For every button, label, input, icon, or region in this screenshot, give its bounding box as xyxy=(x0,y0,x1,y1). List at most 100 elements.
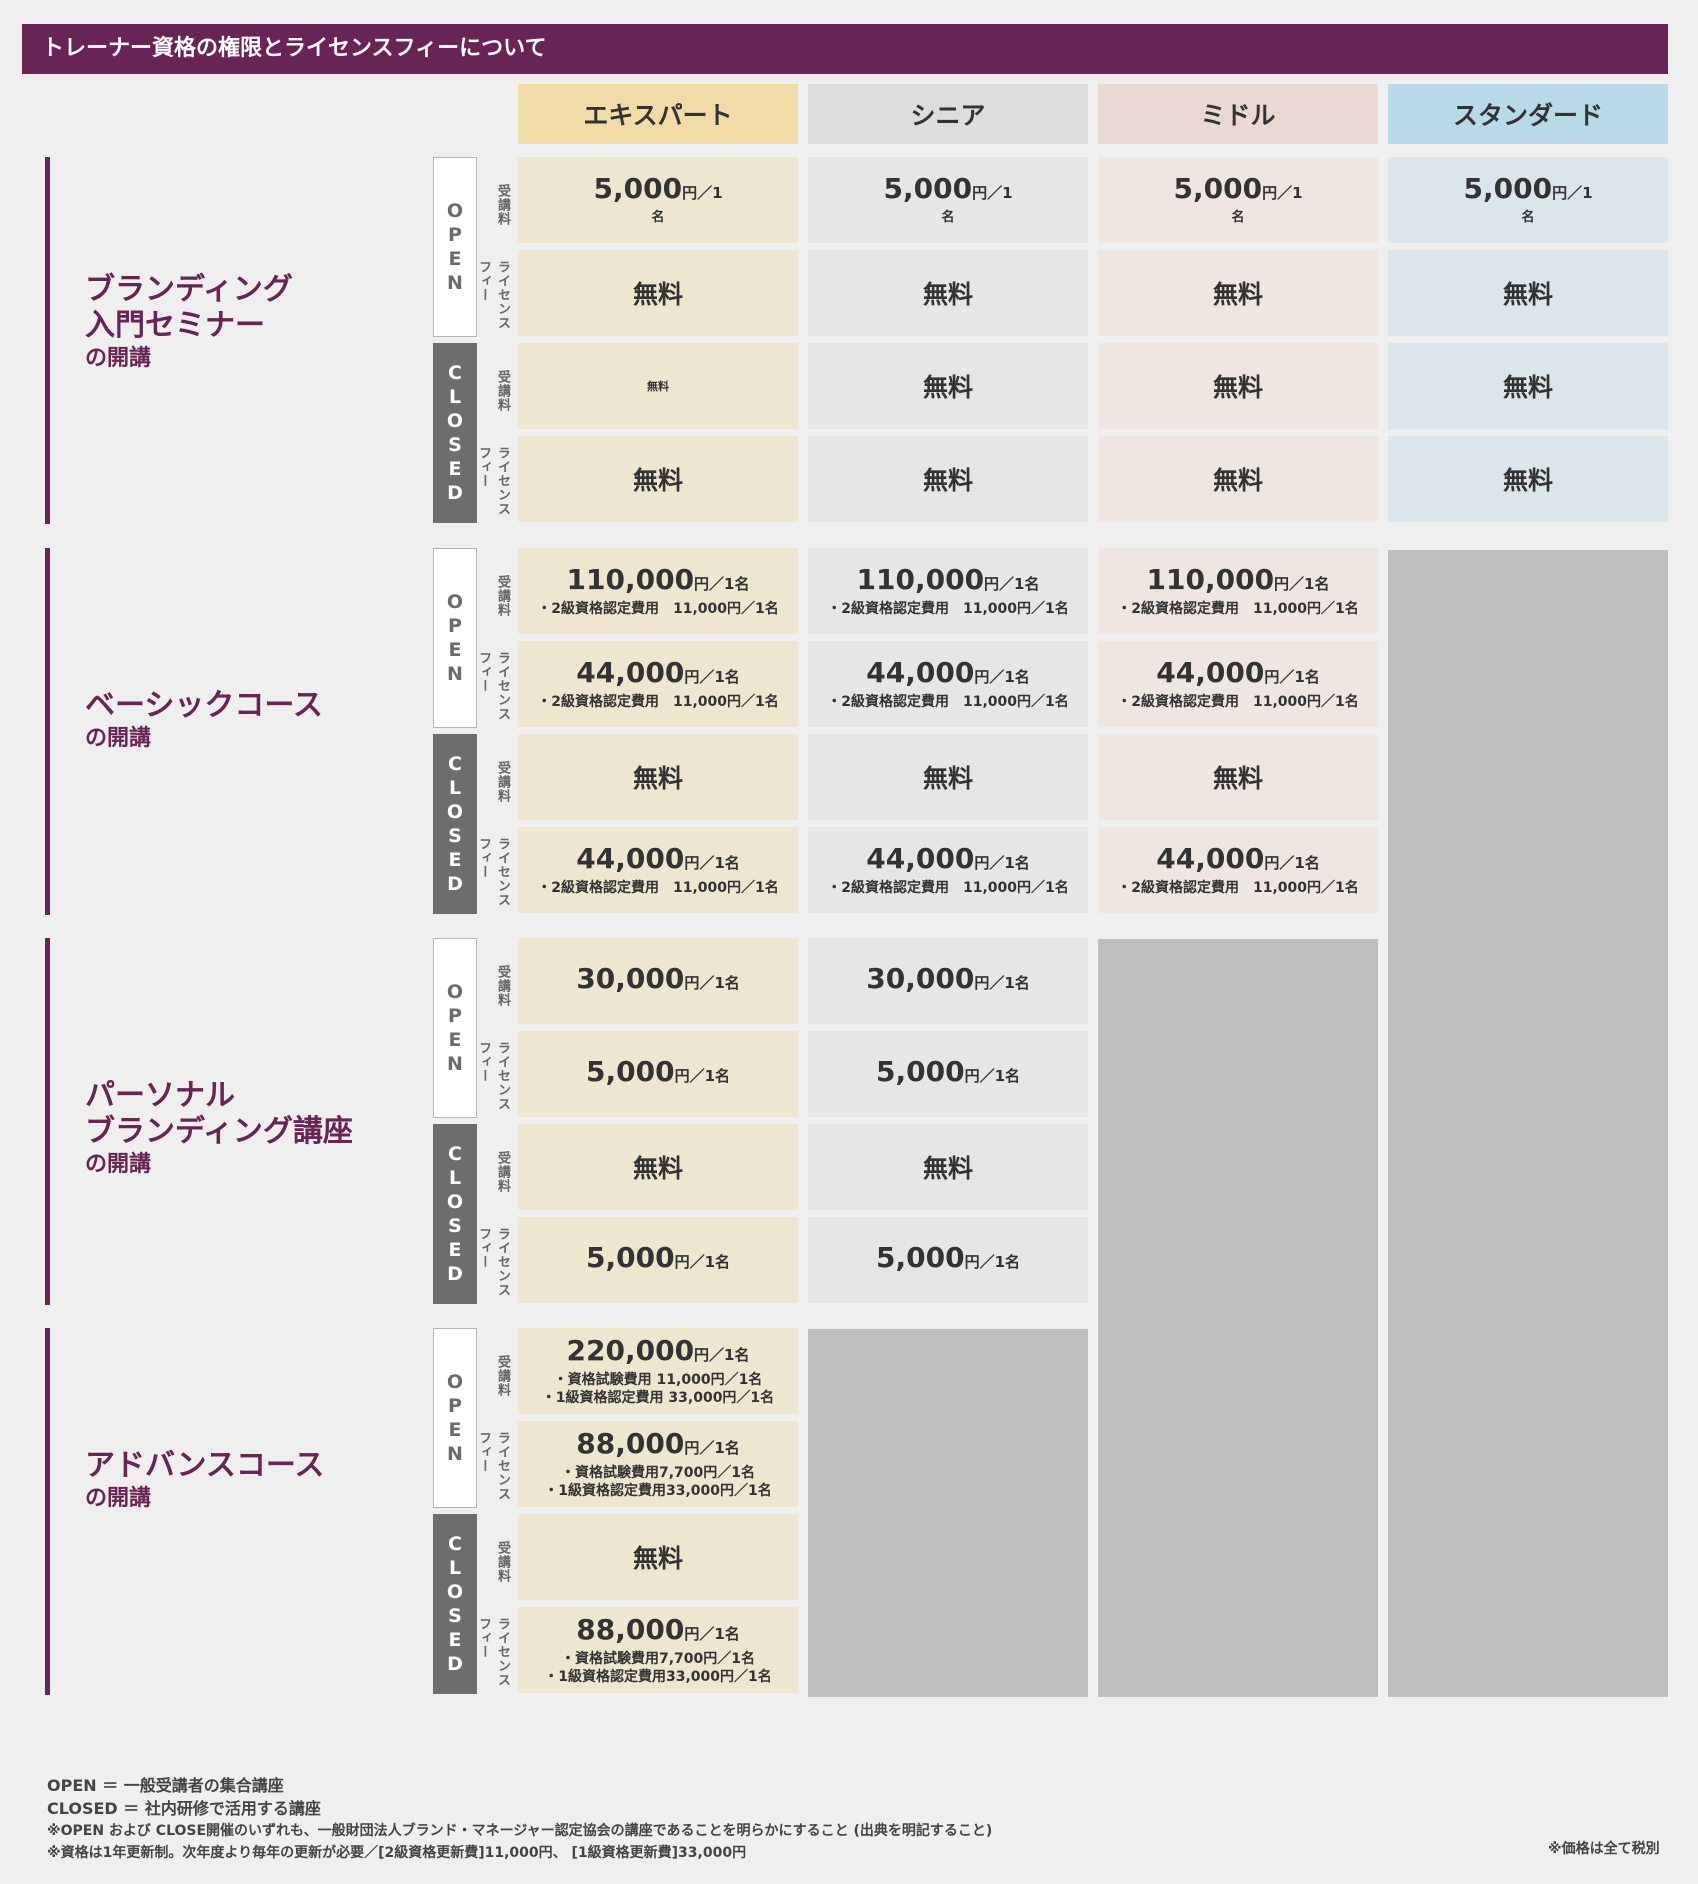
price-note: ・資格試験費用7,700円／1名 xyxy=(560,1651,756,1667)
price-cell-middle: 無料 xyxy=(1098,734,1378,820)
section-title: ベーシックコースの開講 xyxy=(85,688,425,754)
free-label: 無料 xyxy=(647,380,669,393)
price-unit: 円／1名 xyxy=(974,854,1030,872)
price-value: 220,000 xyxy=(566,1334,695,1367)
mode-letter: N xyxy=(447,1053,463,1075)
price-cell-middle: 無料 xyxy=(1098,250,1378,336)
price-cell-expert: 無料 xyxy=(518,1514,798,1600)
price-unit: 円／1名 xyxy=(684,668,740,686)
footer-open-definition: OPEN ＝ 一般受講者の集合講座 xyxy=(47,1776,284,1795)
row-label-license: ライセンスフィー xyxy=(476,1617,510,1687)
mode-letter: P xyxy=(448,224,462,246)
section-accent-bar xyxy=(45,548,50,915)
mode-letter: C xyxy=(448,753,462,775)
price-unit: 円／1名 xyxy=(694,575,750,593)
section-title-line: ブランディング講座 xyxy=(85,1114,353,1149)
price-value: 44,000 xyxy=(866,842,975,875)
price-amount: 44,000円／1名 xyxy=(576,843,740,879)
footer-closed-definition: CLOSED ＝ 社内研修で活用する講座 xyxy=(47,1799,321,1818)
free-label: 無料 xyxy=(1502,466,1553,495)
free-label: 無料 xyxy=(922,764,973,793)
free-label: 無料 xyxy=(1212,373,1263,402)
price-amount: 44,000円／1名 xyxy=(1156,657,1320,693)
mode-letter: N xyxy=(447,1443,463,1465)
mode-letter: E xyxy=(448,1239,462,1261)
price-value: 110,000 xyxy=(566,563,695,596)
free-label: 無料 xyxy=(632,1154,683,1183)
free-label: 無料 xyxy=(1212,764,1263,793)
price-note: ・2級資格認定費用 11,000円／1名 xyxy=(827,694,1069,710)
price-value: 88,000 xyxy=(576,1613,685,1646)
section-accent-bar xyxy=(45,938,50,1305)
page-title: トレーナー資格の権限とライセンスフィーについて xyxy=(22,24,1668,74)
price-value: 44,000 xyxy=(576,656,685,689)
row-label-fee: 受講料 xyxy=(495,1151,510,1193)
price-unit: 円／1名 xyxy=(674,1067,730,1085)
mode-letter: O xyxy=(446,1371,464,1393)
mode-letter: E xyxy=(448,458,462,480)
free-label: 無料 xyxy=(922,373,973,402)
price-unit: 円／1名 xyxy=(964,1253,1020,1271)
section-title: ブランディング入門セミナーの開講 xyxy=(85,272,425,374)
section-title-suffix: の開講 xyxy=(85,1486,152,1511)
price-amount: 44,000円／1名 xyxy=(576,657,740,693)
mode-letter: S xyxy=(448,1605,462,1627)
free-label: 無料 xyxy=(922,280,973,309)
row-label-fee: 受講料 xyxy=(495,575,510,617)
price-value: 44,000 xyxy=(1156,842,1265,875)
section-title-suffix: の開講 xyxy=(85,1152,152,1177)
section-title-suffix: の開講 xyxy=(85,346,152,371)
mode-letter: P xyxy=(448,1005,462,1027)
free-label: 無料 xyxy=(632,280,683,309)
price-cell-expert: 110,000円／1名・2級資格認定費用 11,000円／1名 xyxy=(518,548,798,634)
mode-letter: N xyxy=(447,663,463,685)
mode-letter: D xyxy=(447,873,463,895)
price-cell-expert: 無料 xyxy=(518,1124,798,1210)
price-unit: 円／1名 xyxy=(974,668,1030,686)
price-unit: 円／1 xyxy=(682,184,723,202)
section-accent-bar xyxy=(45,157,50,524)
price-cell-expert: 無料 xyxy=(518,343,798,429)
price-unit: 円／1名 xyxy=(694,1346,750,1364)
mode-letter: O xyxy=(446,591,464,613)
free-label: 無料 xyxy=(632,764,683,793)
price-amount: 30,000円／1名 xyxy=(866,963,1030,999)
row-label-license: ライセンスフィー xyxy=(476,260,510,330)
price-cell-standard: 無料 xyxy=(1388,343,1668,429)
mode-letter: L xyxy=(448,1557,462,1579)
free-label: 無料 xyxy=(922,466,973,495)
free-label: 無料 xyxy=(922,1154,973,1183)
row-label-license: ライセンスフィー xyxy=(476,1227,510,1297)
price-cell-expert: 30,000円／1名 xyxy=(518,938,798,1024)
price-amount: 5,000円／1 xyxy=(1463,173,1592,209)
price-note: ・1級資格認定費用33,000円／1名 xyxy=(544,1483,772,1499)
price-unit: 円／1名 xyxy=(1264,854,1320,872)
price-unit-wrap: 名 xyxy=(1231,210,1245,225)
mode-letter: S xyxy=(448,1215,462,1237)
mode-letter: S xyxy=(448,825,462,847)
price-amount: 5,000円／1名 xyxy=(876,1056,1020,1092)
price-amount: 44,000円／1名 xyxy=(866,657,1030,693)
unavailable-block-middle xyxy=(1098,939,1378,1697)
column-header-senior: シニア xyxy=(808,84,1088,144)
free-label: 無料 xyxy=(1212,466,1263,495)
row-label-license: ライセンスフィー xyxy=(476,837,510,907)
price-cell-senior: 44,000円／1名・2級資格認定費用 11,000円／1名 xyxy=(808,827,1088,913)
price-amount: 220,000円／1名 xyxy=(567,1335,750,1371)
price-cell-senior: 無料 xyxy=(808,250,1088,336)
price-value: 5,000 xyxy=(593,172,683,205)
unavailable-block-standard xyxy=(1388,550,1668,1697)
price-cell-expert: 88,000円／1名・資格試験費用7,700円／1名・1級資格認定費用33,00… xyxy=(518,1421,798,1507)
unavailable-block-senior xyxy=(808,1329,1088,1697)
price-value: 44,000 xyxy=(1156,656,1265,689)
price-amount: 5,000円／1名 xyxy=(876,1242,1020,1278)
price-cell-senior: 無料 xyxy=(808,436,1088,522)
